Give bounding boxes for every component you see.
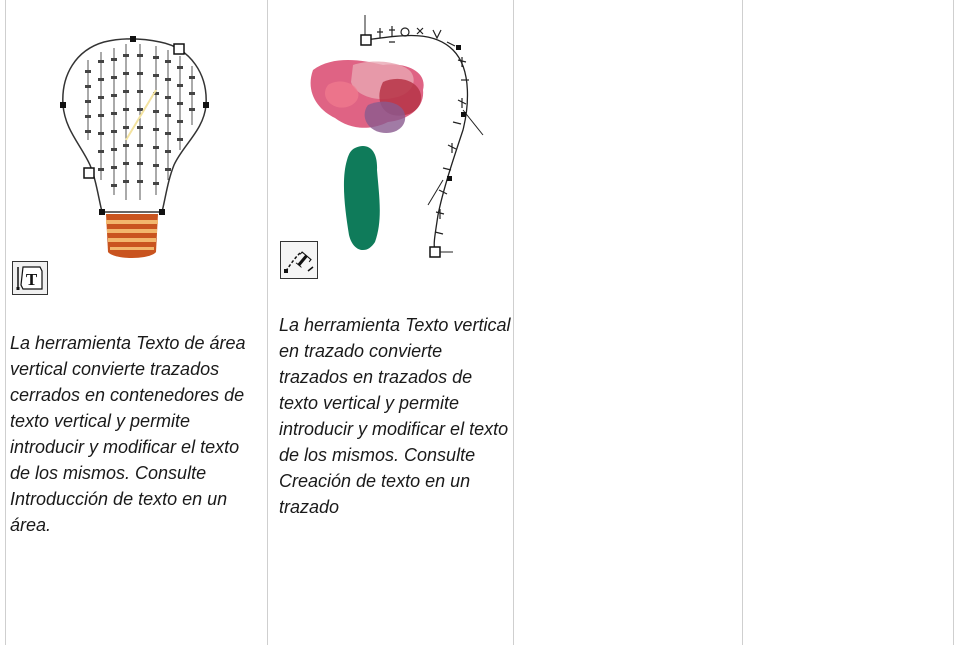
column-divider xyxy=(267,0,268,645)
column-divider xyxy=(513,0,514,645)
table-cell-vertical-area-type: T La herramienta Texto de área vertical … xyxy=(6,0,267,645)
vertical-area-type-tool-icon: T xyxy=(12,261,48,295)
column-divider xyxy=(742,0,743,645)
svg-text:T: T xyxy=(26,270,38,289)
column-divider xyxy=(953,0,954,645)
table-cell-vertical-type-on-path: T La herramienta Texto vertical en traza… xyxy=(268,0,513,645)
column-divider xyxy=(5,0,6,645)
vertical-type-on-path-tool-icon: T xyxy=(280,241,318,279)
table-cell-empty xyxy=(514,0,742,645)
flower-path-illustration xyxy=(310,15,484,258)
vertical-type-on-path-caption: La herramienta Texto vertical en trazado… xyxy=(279,315,511,517)
table-cell-empty xyxy=(743,0,953,645)
light-bulb-illustration xyxy=(60,36,209,258)
vertical-area-type-caption: La herramienta Texto de área vertical co… xyxy=(10,333,246,535)
